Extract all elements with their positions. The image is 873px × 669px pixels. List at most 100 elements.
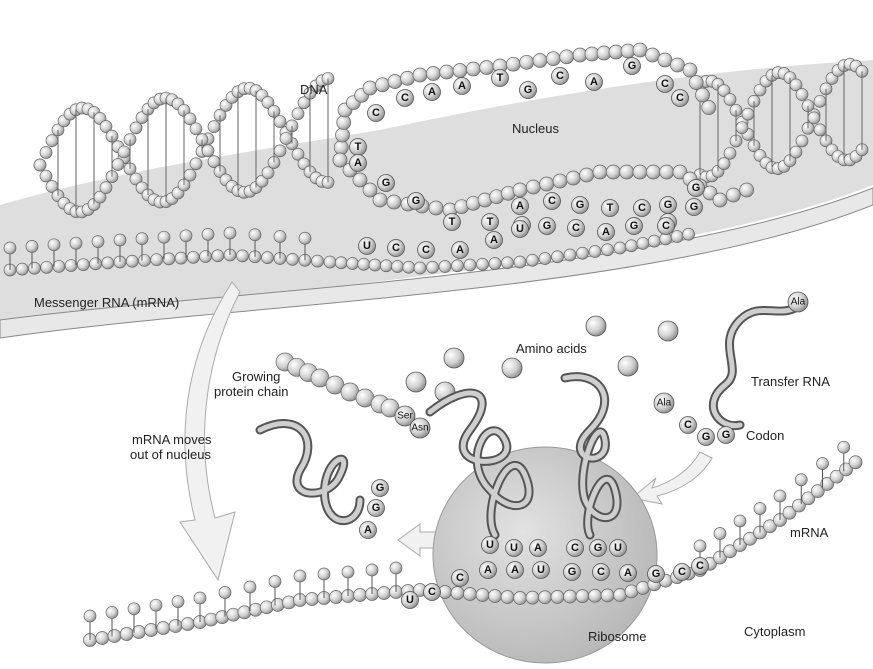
svg-text:G: G <box>568 566 577 578</box>
codon-base-3: G <box>718 427 735 444</box>
svg-text:C: C <box>392 242 400 254</box>
cytoplasm-mrna-stalks-left <box>84 562 402 640</box>
svg-text:T: T <box>449 216 456 228</box>
nuclear-mrna-base-8: C <box>568 220 585 237</box>
svg-text:C: C <box>696 560 704 572</box>
growing-protein-chain <box>276 353 399 417</box>
free-amino-acid-2 <box>502 358 522 378</box>
svg-text:U: U <box>614 542 622 554</box>
cytoplasm-mrna-base-3: C <box>452 570 469 587</box>
svg-text:C: C <box>428 586 436 598</box>
nuclear-mrna-base-11: C <box>658 218 675 235</box>
svg-text:G: G <box>594 542 603 554</box>
dna-upper-base-2: C <box>368 105 385 122</box>
svg-text:G: G <box>628 60 637 72</box>
svg-text:C: C <box>372 107 380 119</box>
mrna-moves-label-line2: out of nucleus <box>130 447 211 462</box>
svg-text:A: A <box>516 200 524 212</box>
amino-acid-ala-trna: Ala <box>788 292 808 312</box>
svg-text:A: A <box>456 244 464 256</box>
cytoplasm-mrna-base-7: G <box>564 564 581 581</box>
nuclear-mrna-base-10: G <box>626 218 643 235</box>
svg-text:U: U <box>486 539 494 551</box>
svg-text:A: A <box>428 86 436 98</box>
dna-upper-base-7: G <box>520 82 537 99</box>
dna-upper-base-3: C <box>397 90 414 107</box>
svg-text:A: A <box>484 564 492 576</box>
svg-text:C: C <box>401 92 409 104</box>
nucleus-label: Nucleus <box>512 121 559 136</box>
svg-text:G: G <box>630 220 639 232</box>
svg-text:A: A <box>511 564 519 576</box>
dna-upper-base-12: C <box>672 90 689 107</box>
dna-lower-base-3: A <box>512 198 529 215</box>
dna-upper-loose-base-1: A <box>350 155 367 172</box>
cytoplasm-mrna-base-6: U <box>533 562 550 579</box>
svg-text:C: C <box>556 70 564 82</box>
nuclear-mrna-base-6: U <box>512 221 529 238</box>
svg-text:C: C <box>684 419 692 431</box>
svg-text:G: G <box>576 199 585 211</box>
svg-text:Ala: Ala <box>657 398 672 409</box>
svg-text:Asn: Asn <box>411 423 428 434</box>
nuclear-mrna-base-9: A <box>598 224 615 241</box>
svg-text:G: G <box>692 182 701 194</box>
cytoplasm-mrna-base-2: C <box>424 584 441 601</box>
svg-text:C: C <box>572 222 580 234</box>
anticodon-right-base-2: G <box>590 540 607 557</box>
dna-upper-base-8: C <box>552 68 569 85</box>
mrna-moves-label-line1: mRNA moves <box>132 432 212 447</box>
codon-label: Codon <box>746 428 784 443</box>
svg-text:C: C <box>638 202 646 214</box>
ribosome-label: Ribosome <box>588 629 647 644</box>
transfer-rna-label: Transfer RNA <box>751 374 830 389</box>
svg-text:G: G <box>412 195 421 207</box>
svg-text:G: G <box>722 429 731 441</box>
cytoplasm-mrna-base-12: C <box>692 558 709 575</box>
svg-text:C: C <box>597 566 605 578</box>
cytoplasm-mrna-base-8: C <box>593 564 610 581</box>
svg-text:G: G <box>690 201 699 213</box>
svg-text:G: G <box>372 502 381 514</box>
free-amino-acid-5 <box>618 356 638 376</box>
svg-text:Ala: Ala <box>791 297 806 308</box>
dna-upper-loose-base-3: G <box>408 193 425 210</box>
dna-lower-base-6: T <box>602 200 619 217</box>
cytoplasm-mrna-base-9: A <box>620 565 637 582</box>
svg-text:Ser: Ser <box>397 411 413 422</box>
svg-text:C: C <box>548 195 556 207</box>
svg-text:A: A <box>490 234 498 246</box>
dna-upper-base-6: T <box>492 70 509 87</box>
dna-lower-base-2: T <box>482 214 499 231</box>
dna-upper-base-11: C <box>657 76 674 93</box>
dna-lower-base-1: T <box>444 214 461 231</box>
free-amino-acid-1 <box>444 348 464 368</box>
cytoplasm-mrna-stalks-right <box>694 441 850 570</box>
free-amino-acid-6 <box>406 372 426 392</box>
released-trna-base-3: A <box>360 522 377 539</box>
nuclear-mrna-base-5: A <box>486 232 503 249</box>
amino-acids-label: Amino acids <box>516 341 587 356</box>
dna-lower-base-7: C <box>634 200 651 217</box>
svg-text:A: A <box>458 80 466 92</box>
mrna-label: mRNA <box>790 525 829 540</box>
svg-text:A: A <box>534 542 542 554</box>
svg-text:U: U <box>537 564 545 576</box>
dna-upper-base-10: G <box>624 58 641 75</box>
svg-text:A: A <box>354 157 362 169</box>
growing-protein-label-line1: Growing <box>232 369 280 384</box>
free-amino-acid-3 <box>586 316 606 336</box>
anticodon-left-base-1: U <box>482 537 499 554</box>
cytoplasm-mrna-base-1: U <box>402 592 419 609</box>
svg-text:T: T <box>355 141 362 153</box>
svg-text:G: G <box>652 568 661 580</box>
svg-text:G: G <box>702 431 711 443</box>
svg-text:C: C <box>422 244 430 256</box>
nuclear-mrna-base-2: C <box>388 240 405 257</box>
svg-text:A: A <box>590 76 598 88</box>
svg-text:T: T <box>497 72 504 84</box>
trna-transfer <box>713 305 800 426</box>
svg-text:U: U <box>516 223 524 235</box>
svg-text:U: U <box>510 542 518 554</box>
